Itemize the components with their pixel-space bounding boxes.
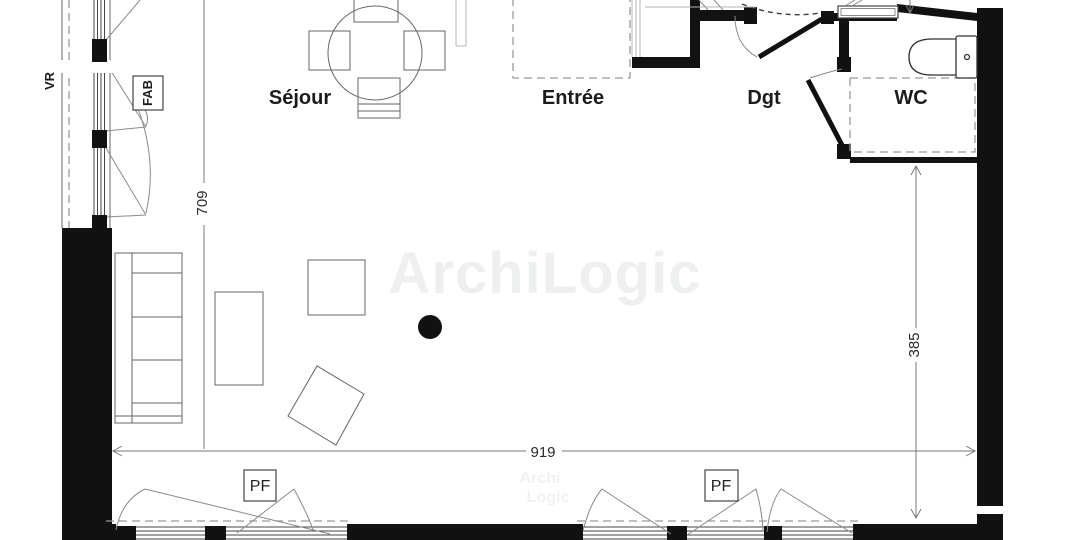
dining-chair-top xyxy=(353,0,399,23)
casement-swing xyxy=(582,488,672,535)
dining-chair-right xyxy=(403,30,446,71)
dimension-lines: 709 919 385 xyxy=(111,0,977,520)
dining-chair-bottom xyxy=(357,77,401,119)
casement-swing xyxy=(766,488,853,534)
dim-385-arrow-up xyxy=(910,164,922,176)
leader-line xyxy=(698,0,709,11)
wc-door-swing-arc xyxy=(809,68,843,79)
window-break-band xyxy=(52,60,116,73)
window-right-glazing xyxy=(583,526,853,540)
entry-partition-vertical xyxy=(690,0,700,60)
doors xyxy=(698,0,847,151)
pf-tag-box-left xyxy=(243,469,277,502)
dim-919-arrow-right xyxy=(965,445,977,457)
sofa xyxy=(114,252,183,424)
entry-door-wall xyxy=(700,10,746,21)
right-wall-gap xyxy=(975,506,1005,514)
room-label-wc: WC xyxy=(894,87,927,109)
fab-leader-line xyxy=(136,105,151,214)
window-mullion xyxy=(92,130,107,148)
right-wall xyxy=(977,8,1003,506)
dining-table xyxy=(327,5,423,101)
room-label-sejour: Séjour xyxy=(269,87,331,109)
casement-swing-line xyxy=(105,147,147,216)
window-mullion xyxy=(205,526,226,540)
watermark-main: ArchiLogic xyxy=(389,241,702,306)
window-mullion xyxy=(92,39,107,62)
pf-tag-box-right xyxy=(704,469,739,502)
leader-line xyxy=(844,0,856,7)
fab-tag-box xyxy=(132,75,164,111)
pf-label-right: PF xyxy=(711,478,732,495)
light-partition-lines xyxy=(455,0,756,57)
structural-column xyxy=(418,315,442,339)
casement-swing xyxy=(115,488,331,535)
dim-385-label: 385 xyxy=(906,332,923,357)
wc-door-leaf xyxy=(805,78,847,151)
bottom-wall-segment xyxy=(853,524,1003,540)
dim-709-label: 709 xyxy=(194,190,211,215)
bottom-wall-segment xyxy=(62,524,116,540)
bottom-wall-segment xyxy=(347,524,583,540)
left-wall xyxy=(62,228,112,540)
entry-door-leaf xyxy=(757,16,824,60)
casement-swing-line xyxy=(105,0,141,41)
entry-door-swing-arc xyxy=(734,15,758,58)
entry-door-jamb xyxy=(744,7,757,24)
entry-partition-horizontal xyxy=(632,57,700,68)
watermark-small-line1: Archi xyxy=(520,470,561,487)
toilet-button xyxy=(963,53,971,61)
wc-left-wall xyxy=(839,21,849,59)
furniture xyxy=(114,0,446,446)
armchair-square xyxy=(307,259,366,316)
wc-dashed-zone xyxy=(849,77,976,153)
top-right-angled-wall xyxy=(897,4,977,21)
top-leader-arrowhead xyxy=(905,4,915,15)
window-mullion xyxy=(764,526,782,540)
casement-swing xyxy=(236,488,314,534)
wc-door-hinge-post xyxy=(837,144,851,159)
dim-385-arrow-down xyxy=(910,508,922,520)
wc-bottom-wall xyxy=(850,157,977,163)
left-window-vr-fab: FAB VR xyxy=(42,0,164,231)
window-mullion xyxy=(92,215,107,231)
casement-swing-line xyxy=(105,214,147,218)
dim-919-label: 919 xyxy=(530,444,555,461)
toilet-bowl xyxy=(908,38,959,76)
casement-swing-line xyxy=(105,126,147,132)
shelf-symbol-inner xyxy=(840,8,896,16)
leader-line xyxy=(851,0,863,7)
vr-label: VR xyxy=(42,71,57,90)
dim-919-arrow-left xyxy=(111,445,123,457)
wc-fixtures xyxy=(837,0,978,153)
casement-swing xyxy=(686,488,764,536)
dining-chair-left xyxy=(308,30,351,71)
fab-label: FAB xyxy=(140,80,155,106)
armchair-rotated xyxy=(287,365,365,446)
wc-door-jamb xyxy=(837,57,851,72)
entry-door-swing-dashed-arc xyxy=(741,3,821,16)
shelf-symbol xyxy=(837,5,899,19)
room-label-dgt: Dgt xyxy=(747,87,781,109)
entree-closet-dashed xyxy=(512,0,631,79)
casement-swing-line xyxy=(105,62,147,128)
window-left-glazing xyxy=(114,526,347,540)
window-mullion xyxy=(114,526,136,540)
bottom-windows: PF PF xyxy=(106,469,860,540)
pf-label-left: PF xyxy=(250,478,271,495)
right-wall-lower xyxy=(977,514,1003,540)
watermark-small-line2: Logic xyxy=(527,489,570,506)
window-mullion xyxy=(667,526,687,540)
walls xyxy=(62,0,1005,540)
leader-line xyxy=(713,0,724,11)
room-label-entree: Entrée xyxy=(542,87,604,109)
coffee-table xyxy=(214,291,264,386)
